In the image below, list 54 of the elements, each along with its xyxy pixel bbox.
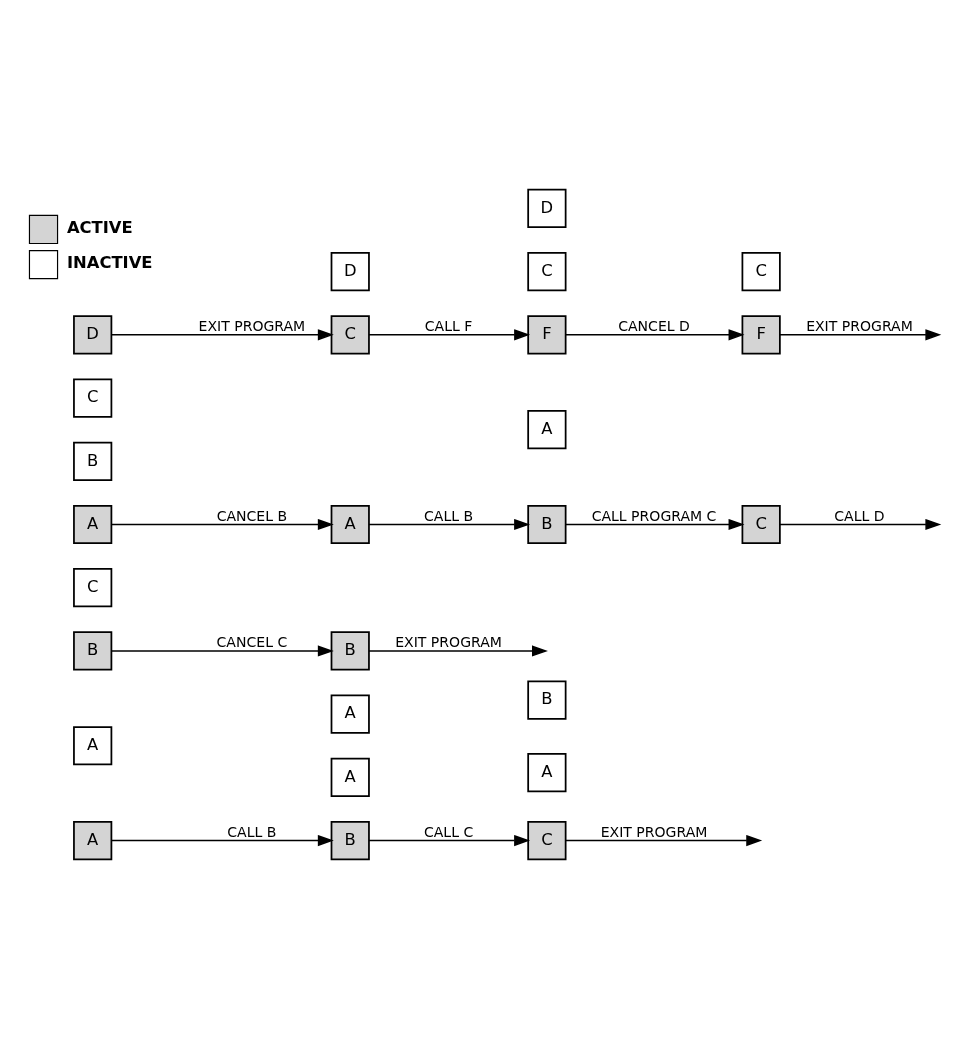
- edge-label: CALL C: [423, 823, 474, 840]
- node-box: D: [527, 188, 567, 228]
- edge-label: CALL D: [834, 507, 885, 524]
- node-box: C: [330, 315, 370, 355]
- arrow: [368, 835, 531, 847]
- edge-label: EXIT PROGRAM: [198, 317, 306, 334]
- arrow: [368, 329, 531, 341]
- edge-label: EXIT PROGRAM: [395, 633, 502, 650]
- node-box: A: [527, 753, 567, 793]
- node-box: A: [73, 504, 113, 545]
- legend-label: INACTIVE: [66, 252, 153, 272]
- node-box: C: [73, 378, 113, 418]
- arrow: [368, 518, 531, 531]
- node-box: C: [527, 821, 567, 861]
- edge-label: EXIT PROGRAM: [806, 317, 913, 334]
- edge-label: EXIT PROGRAM: [600, 823, 708, 840]
- node-box: B: [73, 441, 113, 481]
- edge-label: CALL F: [424, 317, 473, 334]
- node-box: A: [330, 504, 370, 545]
- edge-label: CALL B: [424, 507, 474, 524]
- node-box: C: [527, 252, 567, 292]
- arrow: [565, 835, 763, 847]
- arrow: [565, 329, 745, 341]
- edge-label: CALL B: [227, 823, 277, 840]
- node-box: B: [330, 631, 370, 671]
- node-box: B: [73, 631, 113, 671]
- node-box: C: [73, 568, 113, 608]
- edge-label: CANCEL C: [216, 633, 288, 650]
- node-box: B: [527, 504, 567, 545]
- node-box: A: [330, 757, 370, 797]
- legend-label: ACTIVE: [66, 217, 133, 237]
- arrow: [779, 329, 942, 341]
- arrow: [111, 645, 334, 657]
- arrow: [111, 518, 334, 531]
- node-box: D: [73, 315, 113, 355]
- node-box: A: [73, 821, 113, 861]
- node-box: B: [330, 821, 370, 861]
- node-box: C: [741, 252, 781, 292]
- node-box: A: [527, 410, 567, 450]
- node-box: C: [741, 504, 781, 545]
- arrow: [779, 518, 942, 531]
- arrow: [111, 329, 334, 341]
- edge-label: CANCEL D: [618, 317, 690, 334]
- node-box: F: [741, 315, 781, 355]
- arrow: [111, 835, 334, 847]
- edge-label: CANCEL B: [216, 507, 288, 524]
- node-box: A: [330, 694, 370, 734]
- edge-label: CALL PROGRAM C: [591, 507, 717, 524]
- node-box: F: [527, 315, 567, 355]
- node-box: B: [527, 680, 567, 720]
- arrow: [368, 645, 548, 657]
- node-box: A: [73, 726, 113, 766]
- node-box: D: [330, 252, 370, 292]
- arrow: [565, 518, 745, 531]
